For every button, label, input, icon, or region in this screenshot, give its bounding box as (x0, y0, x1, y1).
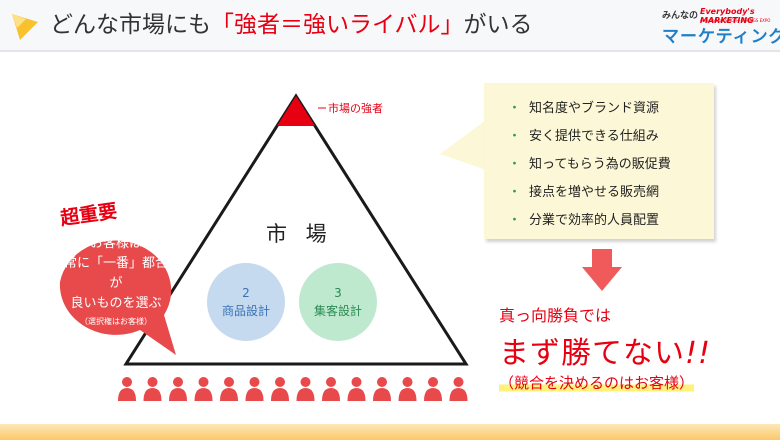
bullet-icon: ・ (508, 213, 522, 228)
person-icon (424, 377, 442, 401)
market-label: 市 場 (266, 222, 333, 246)
down-arrow-icon (582, 249, 622, 291)
circle-number: 3 (334, 286, 342, 300)
circle-number: 2 (242, 286, 250, 300)
bubble-note: （選択権はお客様） (80, 317, 152, 326)
customer-acquisition-circle: 3 集客設計 (299, 263, 377, 341)
result-note: （競合を決めるのはお客様） (499, 372, 695, 393)
title-prefix: どんな市場にも (50, 12, 211, 38)
list-item: ・知名度やブランド資源 (508, 95, 714, 123)
result-line-1: 真っ向勝負では (499, 306, 612, 325)
page-title: どんな市場にも「強者＝強いライバル」がいる (50, 9, 533, 41)
list-item-text: 分業で効率的人員配置 (529, 213, 660, 228)
strengths-callout: ・知名度やブランド資源 ・安く提供できる仕組み ・知ってもらう為の販促費 ・接点… (484, 83, 714, 239)
list-item-text: 知名度やブランド資源 (529, 101, 660, 116)
result-headline-text: まず勝てない (499, 336, 685, 371)
list-item-text: 安く提供できる仕組み (529, 129, 659, 144)
person-icon (194, 377, 213, 401)
result-headline: まず勝てない!! (499, 328, 711, 372)
brand-powered: powered by SMOTH-STRINGS EXPO (700, 18, 771, 23)
bullet-icon: ・ (508, 157, 522, 172)
bubble-line-2: 常に「一番」都合が (63, 256, 168, 291)
bubble-text: お客様は 常に「一番」都合が 良いものを選ぶ （選択権はお客様） (58, 234, 174, 330)
audience-row (118, 377, 468, 401)
person-icon (271, 377, 289, 401)
list-item: ・安く提供できる仕組み (508, 123, 714, 151)
bullet-icon: ・ (508, 185, 522, 200)
strengths-list: ・知名度やブランド資源 ・安く提供できる仕組み ・知ってもらう為の販促費 ・接点… (484, 83, 714, 235)
person-icon (347, 377, 366, 401)
list-item-text: 知ってもらう為の販促費 (529, 157, 671, 172)
speech-bubble (59, 240, 176, 355)
header-divider (0, 50, 780, 52)
person-icon (245, 377, 264, 401)
person-icon (398, 377, 417, 401)
person-icon (220, 377, 238, 401)
title-highlight: 「強者＝強いライバル」 (211, 12, 464, 38)
list-item-text: 接点を増やせる販売網 (529, 185, 660, 200)
brand-marketing: マーケティング (662, 27, 780, 47)
person-icon (373, 377, 391, 401)
person-icon (449, 377, 468, 401)
person-icon (296, 377, 315, 401)
person-icon (118, 377, 136, 401)
list-item: ・分業で効率的人員配置 (508, 207, 714, 235)
brand-minnano: みんなの (662, 11, 699, 21)
circle-label: 集客設計 (313, 304, 362, 318)
strong-player-tip (277, 96, 315, 126)
callout-pointer (440, 120, 486, 170)
header-bar (0, 0, 780, 50)
person-icon (322, 377, 340, 401)
list-item: ・知ってもらう為の販促費 (508, 151, 714, 179)
list-item: ・接点を増やせる販売網 (508, 179, 714, 207)
person-icon (143, 377, 162, 401)
product-design-circle: 2 商品設計 (207, 263, 285, 341)
person-icon (169, 377, 187, 401)
brand-english: Everybody's MARKETING (700, 7, 755, 25)
circle-label: 商品設計 (221, 304, 270, 318)
footer-bar (0, 424, 780, 440)
logo-arrow-icon (12, 14, 38, 40)
bubble-line-3: 良いものを選ぶ (70, 296, 162, 311)
strong-player-label: 市場の強者 (328, 102, 383, 115)
bullet-icon: ・ (508, 129, 522, 144)
bullet-icon: ・ (508, 101, 522, 116)
result-exclamation: !! (685, 336, 712, 371)
title-suffix: がいる (463, 12, 533, 38)
bubble-line-1: お客様は (89, 236, 142, 251)
